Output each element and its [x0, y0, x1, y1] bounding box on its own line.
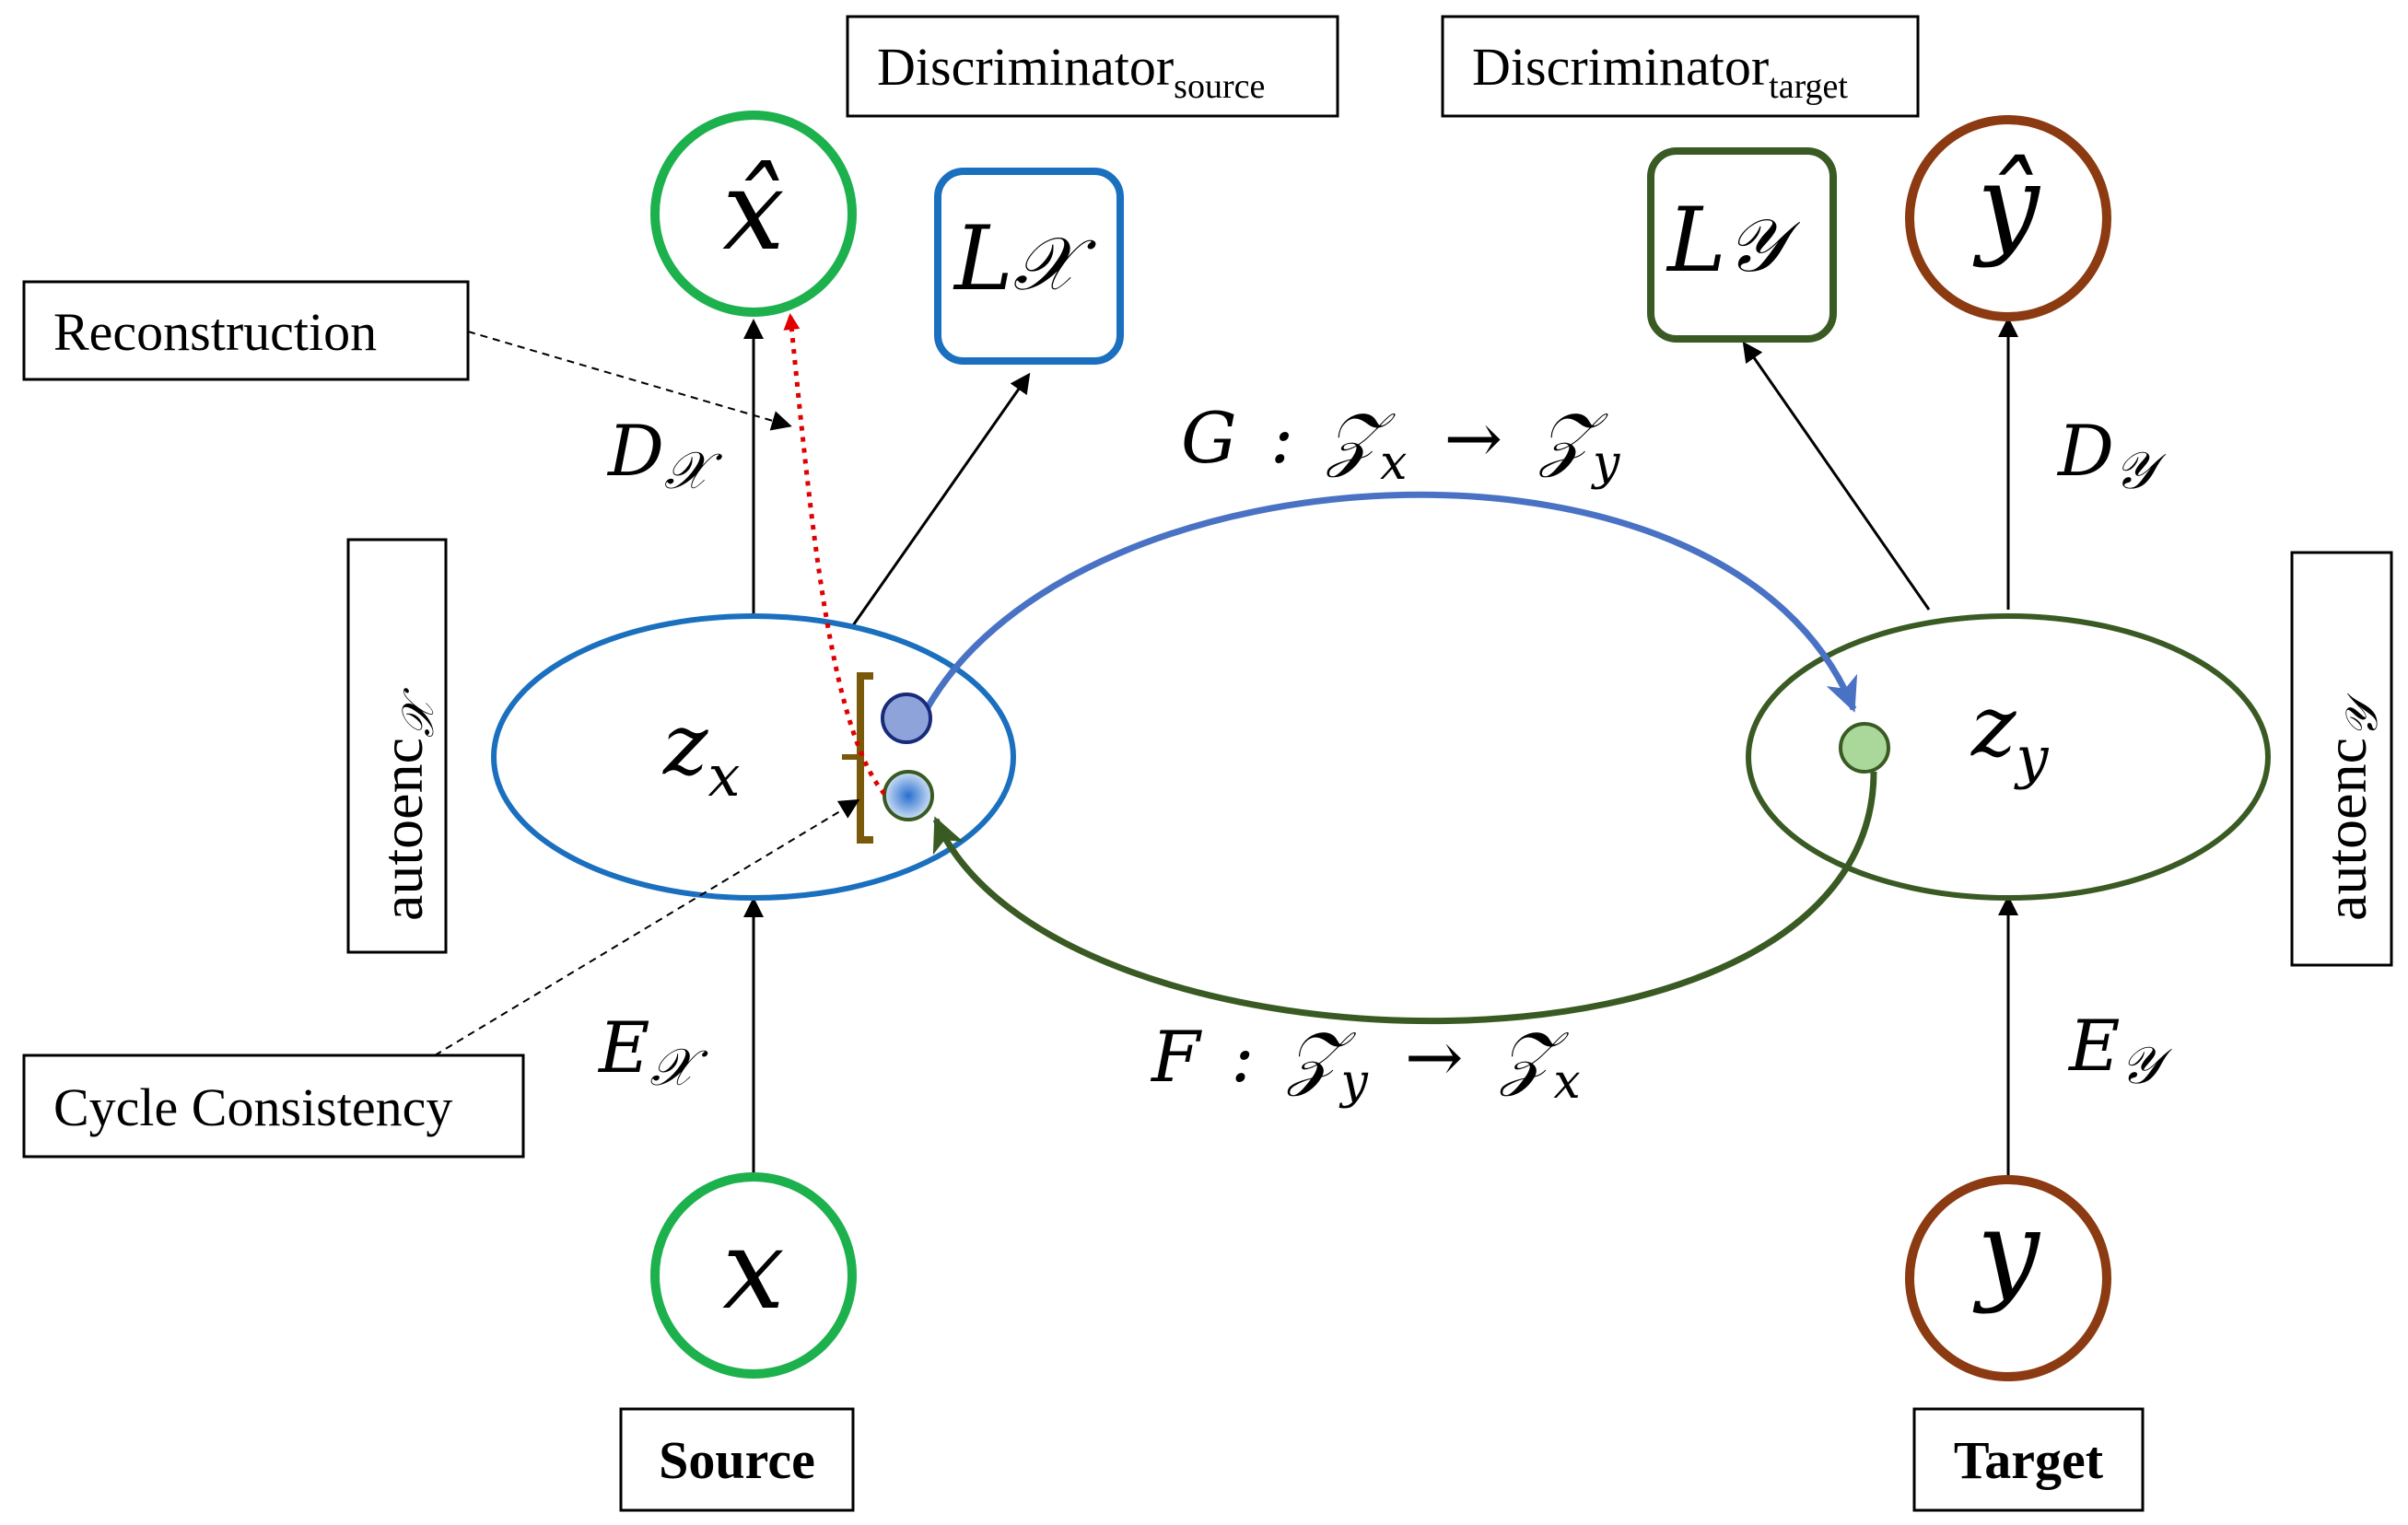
source-label: Source: [659, 1430, 815, 1490]
svg-text:L𝒴: L𝒴: [1666, 189, 1801, 292]
loss-y-box: L𝒴: [1647, 147, 1837, 343]
cycle-consistency-label: Cycle Consistency: [53, 1077, 452, 1137]
discriminator-source-subscript: source: [1174, 67, 1265, 106]
discriminator-target-box: Discriminatortarget: [1441, 15, 1920, 118]
mapping-f-arrow: [932, 771, 1877, 1024]
reconstruction-label: Reconstruction: [53, 302, 377, 362]
svg-text:autoenc𝒳: autoenc𝒳: [369, 687, 444, 921]
mapping-g-arrow: [923, 491, 1858, 713]
loss-x-box: L𝒳: [934, 168, 1124, 365]
encoder-x-label: E𝒳: [597, 1007, 708, 1098]
svg-text:L𝒳: L𝒳: [953, 207, 1097, 310]
cycle-consistency-pointer: [434, 798, 860, 1056]
x-hat-label: x̂: [722, 147, 785, 275]
mapping-g-label: G:𝒵x→𝒵y: [1181, 397, 1620, 491]
latent-space-y-ellipse: [1746, 613, 2271, 901]
z-x-node-label: zx: [662, 695, 740, 809]
x-input-label: x: [722, 1206, 785, 1334]
y-hat-label: ŷ: [1972, 142, 2041, 270]
autoenc-x-box: autoenc𝒳: [346, 538, 448, 954]
y-hat-node: ŷ: [1905, 115, 2111, 321]
x-hat-node: x̂: [650, 111, 857, 317]
x-input-node: x: [650, 1172, 857, 1379]
latent-point-y: [1839, 722, 1890, 774]
reconstruction-pointer: [467, 331, 792, 431]
discriminator-source-label: Discriminator: [877, 37, 1174, 97]
autoenc-y-label: autoenc: [2313, 738, 2379, 921]
zx-to-lx-arrow: [849, 372, 1031, 629]
target-label: Target: [1954, 1430, 2104, 1490]
cycle-consistency-box: Cycle Consistency: [22, 1054, 525, 1158]
latent-point-x: [881, 693, 932, 744]
encoder-y-label: E𝒴: [2067, 1005, 2172, 1096]
loss-y-label: L: [1666, 189, 1726, 292]
loss-x-label: L: [953, 207, 1013, 310]
reconstruction-red-arrow: [783, 313, 886, 796]
z-y-node-label: zy: [1970, 677, 2049, 791]
decoder-y-label: D𝒴: [2056, 410, 2167, 501]
zy-to-ly-arrow: [1742, 341, 1931, 611]
target-box: Target: [1912, 1407, 2145, 1512]
svg-text:autoenc𝒴: autoenc𝒴: [2313, 693, 2388, 921]
decoder-x-label: D𝒳: [606, 410, 723, 501]
discriminator-source-box: Discriminatorsource: [846, 15, 1339, 118]
discriminator-target-subscript: target: [1769, 67, 1848, 106]
cycle-bracket: [857, 672, 873, 844]
reconstruction-box: Reconstruction: [22, 280, 470, 381]
y-input-label: y: [1972, 1188, 2041, 1316]
discriminator-target-label: Discriminator: [1472, 37, 1769, 97]
mapping-f-label: F:𝒵y→𝒵x: [1150, 1016, 1581, 1110]
source-box: Source: [619, 1407, 855, 1512]
svg-text:Discriminatortarget: Discriminatortarget: [1472, 37, 1848, 106]
autoenc-y-box: autoenc𝒴: [2290, 551, 2393, 967]
latent-space-x-ellipse: [491, 613, 1016, 901]
y-input-node: y: [1905, 1175, 2111, 1381]
svg-text:Discriminatorsource: Discriminatorsource: [877, 37, 1265, 106]
latent-point-x-cycled: [883, 770, 934, 821]
autoenc-x-label: autoenc: [369, 738, 435, 921]
